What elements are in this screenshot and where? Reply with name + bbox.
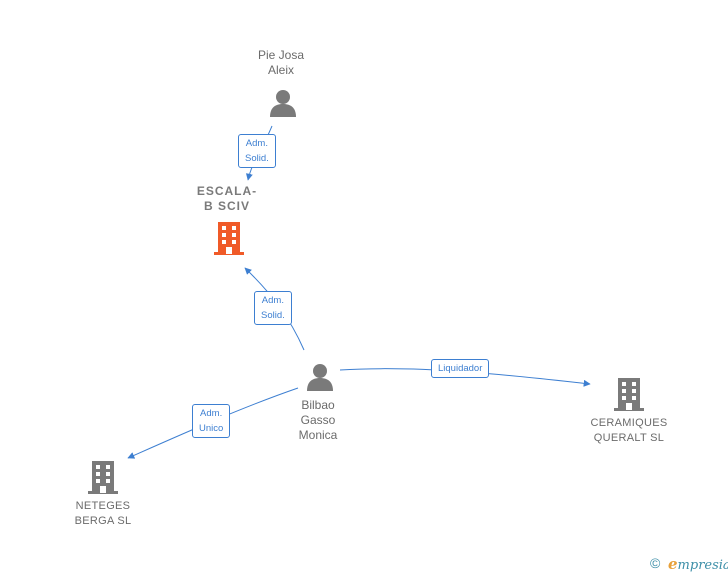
node-label-escala[interactable]: ESCALA- B SCIV xyxy=(196,184,258,213)
brand-logo: empresia xyxy=(668,555,728,573)
edge-label-bilbao-ceramiques[interactable]: Liquidador xyxy=(431,359,490,378)
edge-label-bilbao-escala[interactable]: Adm. Solid. xyxy=(254,291,292,325)
building-icon[interactable] xyxy=(612,376,646,412)
brand-logo-initial: e xyxy=(668,555,678,573)
copyright-icon: © xyxy=(650,555,661,571)
node-label-bilbao[interactable]: Bilbao Gasso Monica xyxy=(298,398,338,442)
brand-logo-text: mpresia xyxy=(677,558,728,573)
building-icon[interactable] xyxy=(86,459,120,495)
person-icon[interactable] xyxy=(305,362,335,392)
node-label-ceramiques[interactable]: CERAMIQUES QUERALT SL xyxy=(590,417,668,444)
edge-label-bilbao-neteges[interactable]: Adm. Unico xyxy=(192,404,231,438)
building-icon-main[interactable] xyxy=(212,220,246,256)
person-icon[interactable] xyxy=(268,88,298,118)
node-label-pie-josa[interactable]: Pie Josa Aleix xyxy=(257,48,305,77)
edge-label-pie-josa-escala[interactable]: Adm. Solid. xyxy=(238,134,276,168)
node-label-neteges[interactable]: NETEGES BERGA SL xyxy=(74,500,132,527)
